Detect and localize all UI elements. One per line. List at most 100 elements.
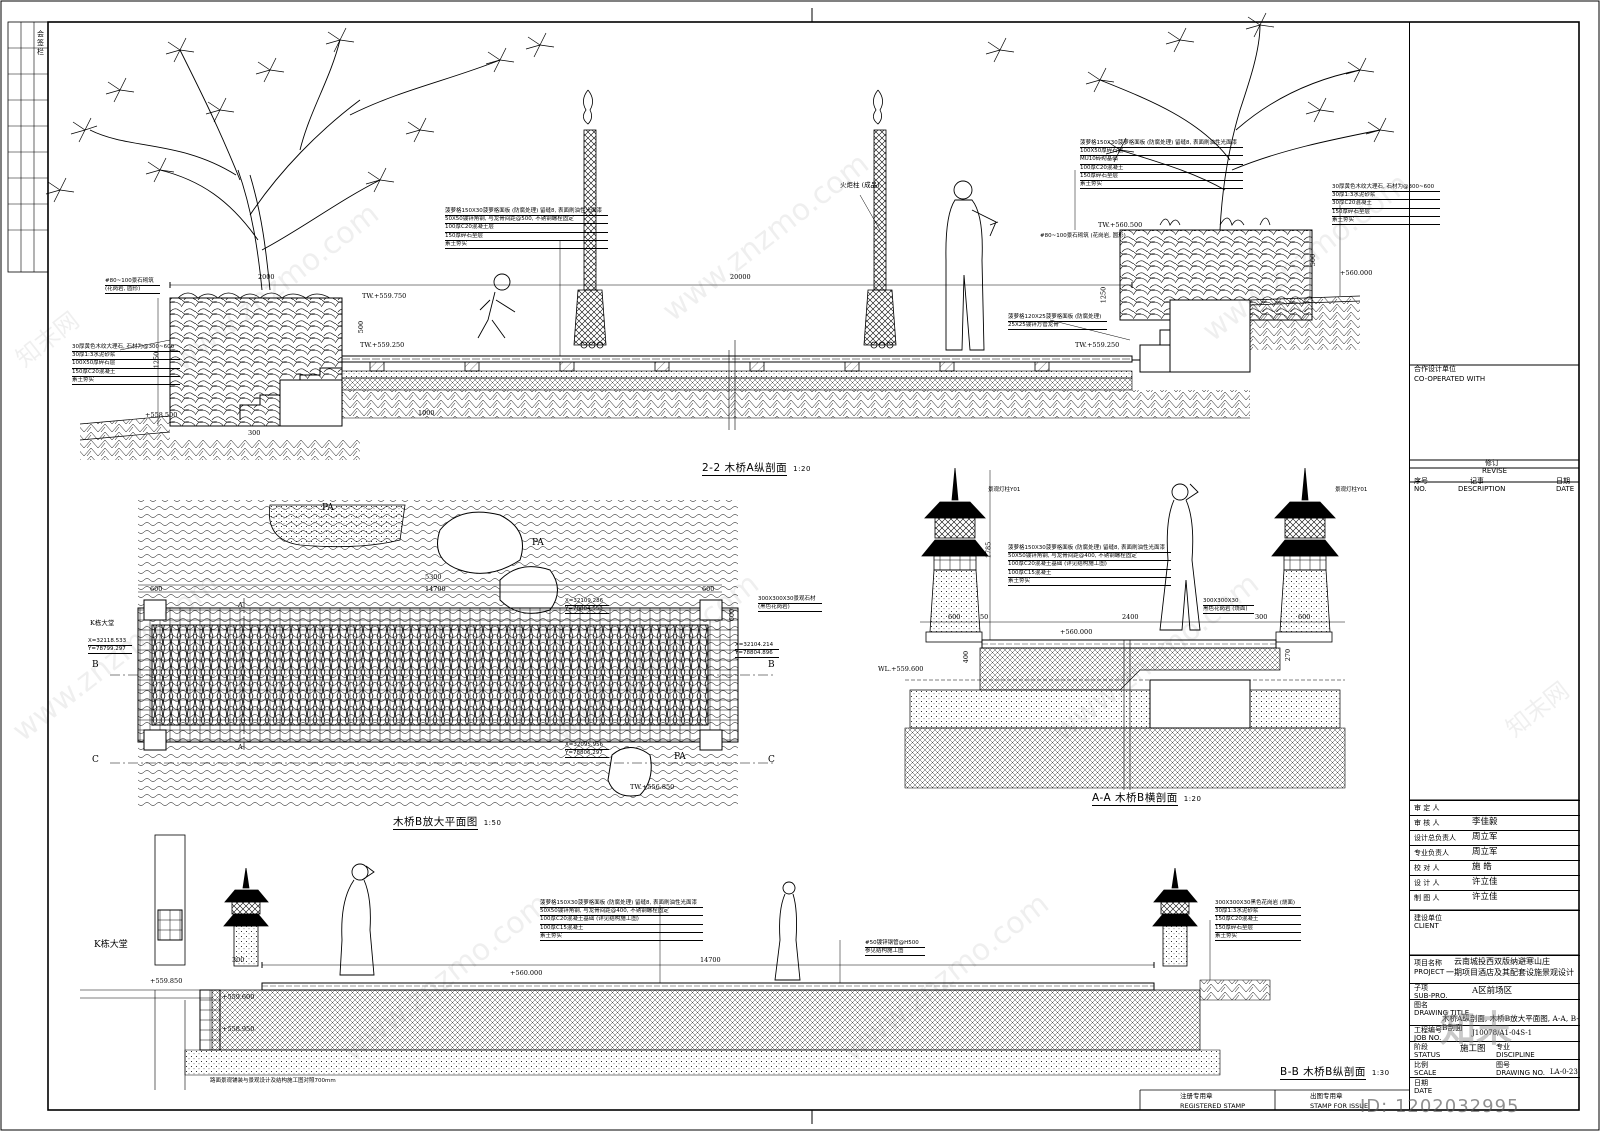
torch-left [573,89,607,349]
torch-right [863,89,897,349]
label-pa-3: PA [674,752,686,762]
drawing-title-row: 图名 DRAWING TITLE 木桥A纵剖面, 木桥B放大平面图, A-A, … [1410,999,1580,1032]
lamp-label-aa-right: 景观灯柱Y01 [1335,487,1368,493]
revise-header: 修订 [1485,459,1499,467]
bb-level-560000: +560.000 [510,969,543,977]
level-560000: +560.000 [1340,269,1373,277]
section-mark-b2: B [768,660,775,670]
aa-dim-1785: 1785 [984,541,993,559]
section-mark-b1: B [92,660,99,670]
aa-dim-270: 270 [1284,648,1293,662]
staff-row-5: 设 计 人许立佳 [1410,875,1580,891]
label-pa-1: PA [322,503,334,513]
notes-step-22: 菠萝格120X25菠萝格面板 (防腐处理) 25X25镀锌方管龙骨 [1008,314,1108,331]
dim-500: 500 [357,320,366,334]
torch-label: 火炬柱 (成品) [840,181,880,189]
staff-row-4: 校 对 人施 皓 [1410,860,1580,876]
aa-dim-50: 50 [980,613,989,621]
stone-label-22: #80~100景石砌筑 (花岗岩, 圆形) [1040,233,1126,239]
notes-right-top-22: 菠萝格150X30菠萝格面板 (防腐处理) 留缝8, 表面刷油性光面漆 100X… [1080,140,1244,190]
level-558500: +558.500 [145,411,178,419]
staff-row-6: 制 图 人许立佳 [1410,890,1580,906]
staff-row-0: 审 定 人 [1410,800,1580,816]
label-k-hall-bb: K栋大堂 [94,940,128,950]
bb-level-559850: +559.850 [150,977,183,985]
status-row: 阶段 STATUS 施工图 专业 DISCIPLINE [1410,1041,1580,1060]
aa-level-560000: +560.000 [1060,628,1093,636]
notes-bb: 菠萝格150X30菠萝格面板 (防腐处理) 留缝8, 表面刷油性光面漆 50X5… [540,900,704,942]
figure-woman [1159,483,1201,631]
tree-right [985,12,1395,231]
section-mark-a1: A [238,601,243,609]
plan-level-tw: TW.+556.850 [630,783,675,791]
dim-1000: 1000 [418,409,435,417]
bb-bottom-note: 路面景观铺装与景观设计及结构施工图对照700mm [210,1078,336,1084]
bb-dim-14700: 14700 [700,956,721,964]
level-560500: TW.+560.500 [1098,221,1143,229]
scale-row: 比例 SCALE 图号 DRAWING NO. LA-0-23 [1410,1059,1580,1078]
section-mark-a2: A [238,743,243,751]
aa-dim-600-b: 600 [1298,613,1311,621]
bb-level-559600: +559.600 [222,993,255,1001]
figure-bb-1 [339,863,375,976]
level-559250-right: TW.+559.250 [1075,341,1120,349]
aa-dim-300: 300 [1255,613,1268,621]
client-row: 建设单位 CLIENT [1410,910,1580,956]
watermark-id: ID: 1202032995 [1360,1096,1520,1117]
left-strip-text: 会签栏 [37,30,44,56]
notes-stone-22: #80~100景石砌筑 (花岗岩, 圆形) [105,278,160,295]
lamp-post-bb-left [223,867,269,967]
lamp-post-right [1271,467,1339,643]
staff-row-2: 设计总负责人周立军 [1410,830,1580,846]
dim-1250-right: 1250 [1099,286,1108,304]
lamp-post-left [921,467,989,643]
notes-left-bottom-22: 30厚黄色木纹大理石, 石材为@300~600 30厚1:3水泥砂浆 100X5… [72,344,181,386]
figure-violinist [945,180,999,351]
notes-right-far-22: 30厚黄色木纹大理石, 石材为@300~600 30厚1:3水泥砂浆 30厚C2… [1332,184,1441,226]
lamp-label-aa-left: 景观灯柱Y01 [988,487,1021,493]
lamp-post-bb-right [1152,867,1198,967]
dim-300: 300 [248,429,261,437]
plan-dim-14700: 14700 [425,585,446,593]
plan-dim-600-a: 600 [150,585,163,593]
dim-20000: 20000 [730,273,751,281]
plan-b [110,500,775,808]
tree-left [45,27,555,291]
title-block: 合作设计单位 CO-OPERATED WITH 修订 REVISE 序号 NO.… [1409,22,1580,1110]
plan-dim-5300: 5300 [425,573,442,581]
dim-500-right: 500 [1309,253,1318,267]
aa-dim-600-a: 600 [948,613,961,621]
section-mark-c2: C [768,755,775,765]
section-a-a [904,467,1346,790]
section-b-b [80,834,1409,1110]
staff-row-1: 审 核 人李佳毅 [1410,815,1580,831]
plan-dim-600-b: 600 [702,585,715,593]
figure-bb-2 [774,881,801,981]
staff-row-3: 专业负责人周立军 [1410,845,1580,861]
aa-dim-2400: 2400 [1122,613,1139,621]
aa-level-wl: WL.+559.600 [878,665,924,673]
sub-project-row: 子项 SUB-PRO. A区前场区 [1410,983,1580,1000]
notes-aa: 菠萝格150X30菠萝格面板 (防腐处理) 留缝8, 表面刷油性光面漆 50X5… [1008,545,1172,587]
job-no-row: 工程编号 JOB NO. J10078/A1-04S-1 [1410,1025,1580,1042]
notes-bb-right: 300X300X30黑色花岗岩 (烧面) 30厚1:3水泥砂浆 150厚C20混… [1215,900,1302,942]
level-559250: TW.+559.250 [360,341,405,349]
dim-2000: 2000 [258,273,275,281]
bb-level-558950: +558.950 [222,1025,255,1033]
notes-deck-22: 菠萝格150X30菠萝格面板 (防腐处理) 留缝8, 表面刷油性光面漆 50X5… [445,208,609,250]
figure-child [477,273,516,339]
aa-dim-400: 400 [962,650,971,664]
